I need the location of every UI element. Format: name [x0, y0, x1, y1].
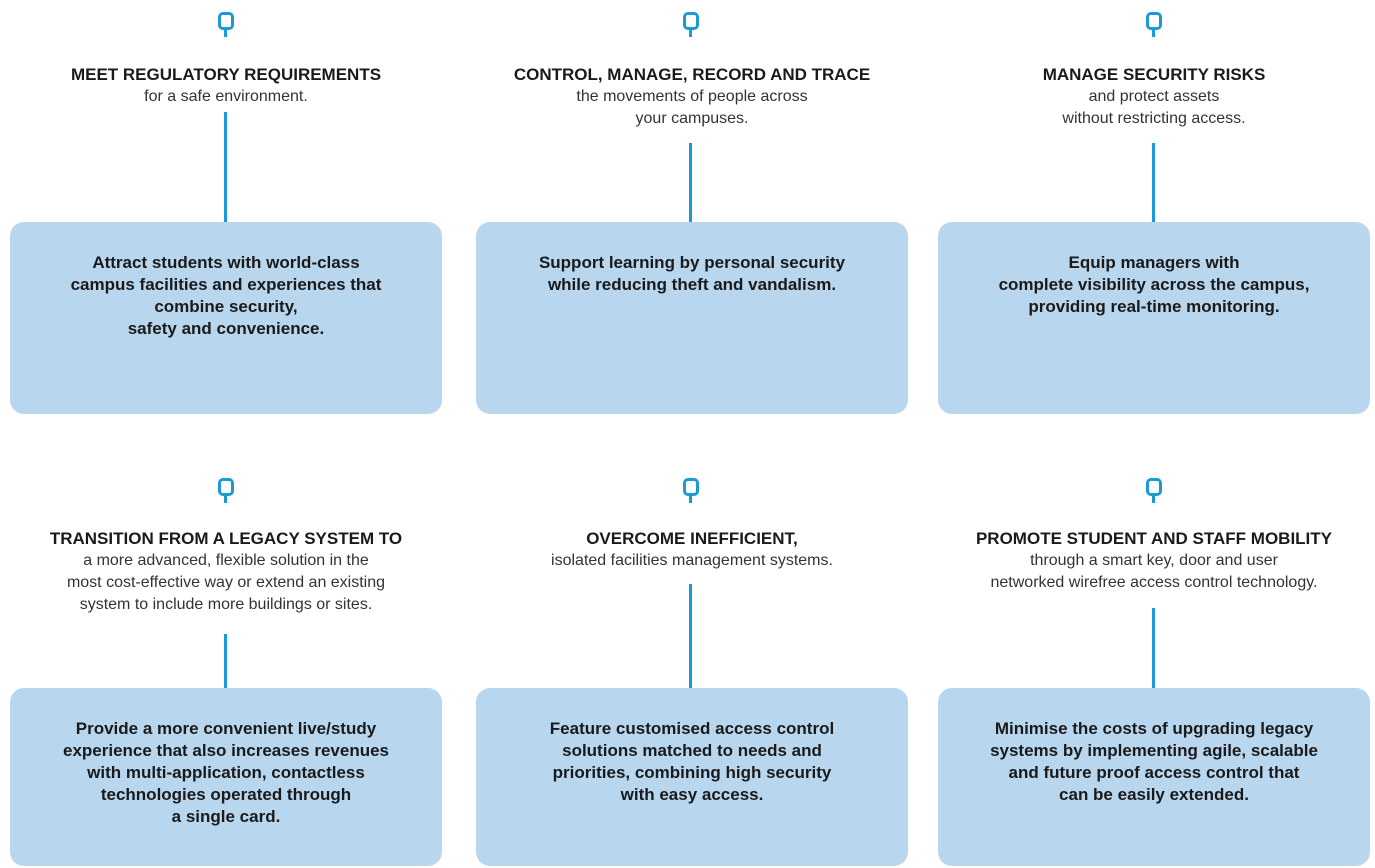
connector-line [224, 634, 227, 688]
item-heading: TRANSITION FROM A LEGACY SYSTEM TO [49, 529, 403, 548]
benefit-card: Support learning by personal security wh… [476, 222, 908, 414]
location-pin-icon [1146, 478, 1162, 496]
benefit-card: Attract students with world-class campus… [10, 222, 442, 414]
connector-line [689, 143, 692, 222]
item-subtext: through a smart key, door and user netwo… [990, 552, 1318, 591]
location-pin-icon [683, 478, 699, 496]
item-legacy-transition: TRANSITION FROM A LEGACY SYSTEM TO a mor… [10, 466, 442, 866]
location-pin-icon [218, 478, 234, 496]
item-subtext: isolated facilities management systems. [551, 552, 833, 569]
benefit-card: Equip managers with complete visibility … [938, 222, 1370, 414]
pin-stem [689, 30, 692, 37]
location-pin-icon [683, 12, 699, 30]
card-text: Equip managers with complete visibility … [998, 253, 1310, 316]
benefit-card: Feature customised access control soluti… [476, 688, 908, 866]
item-heading: MANAGE SECURITY RISKS [1042, 65, 1266, 84]
pin-stem [689, 496, 692, 503]
item-heading: PROMOTE STUDENT AND STAFF MOBILITY [975, 529, 1333, 548]
item-control: CONTROL, MANAGE, RECORD AND TRACE the mo… [476, 0, 908, 415]
item-heading: CONTROL, MANAGE, RECORD AND TRACE [513, 65, 871, 84]
card-text: Feature customised access control soluti… [549, 719, 835, 804]
item-regulatory: MEET REGULATORY REQUIREMENTS for a safe … [10, 0, 442, 415]
item-heading: MEET REGULATORY REQUIREMENTS [70, 65, 382, 84]
card-text: Attract students with world-class campus… [70, 253, 382, 338]
pin-stem [1152, 30, 1155, 37]
connector-line [689, 584, 692, 688]
item-heading: OVERCOME INEFFICIENT, [586, 529, 798, 548]
item-security-risks: MANAGE SECURITY RISKS and protect assets… [938, 0, 1370, 415]
connector-line [1152, 608, 1155, 688]
card-text: Minimise the costs of upgrading legacy s… [990, 719, 1318, 804]
item-subtext: and protect assets without restricting a… [1062, 88, 1246, 127]
item-inefficient-systems: OVERCOME INEFFICIENT, isolated facilitie… [476, 466, 908, 866]
pin-stem [224, 496, 227, 503]
card-text: Provide a more convenient live/study exp… [62, 719, 389, 826]
item-subtext: for a safe environment. [144, 88, 308, 105]
card-text: Support learning by personal security wh… [538, 253, 846, 294]
connector-line [224, 112, 227, 222]
item-subtext: the movements of people across your camp… [576, 88, 808, 127]
item-mobility: PROMOTE STUDENT AND STAFF MOBILITY throu… [938, 466, 1370, 866]
item-subtext: a more advanced, flexible solution in th… [66, 552, 386, 613]
location-pin-icon [1146, 12, 1162, 30]
pin-stem [1152, 496, 1155, 503]
connector-line [1152, 143, 1155, 222]
benefit-card: Minimise the costs of upgrading legacy s… [938, 688, 1370, 866]
benefit-card: Provide a more convenient live/study exp… [10, 688, 442, 866]
location-pin-icon [218, 12, 234, 30]
pin-stem [224, 30, 227, 37]
